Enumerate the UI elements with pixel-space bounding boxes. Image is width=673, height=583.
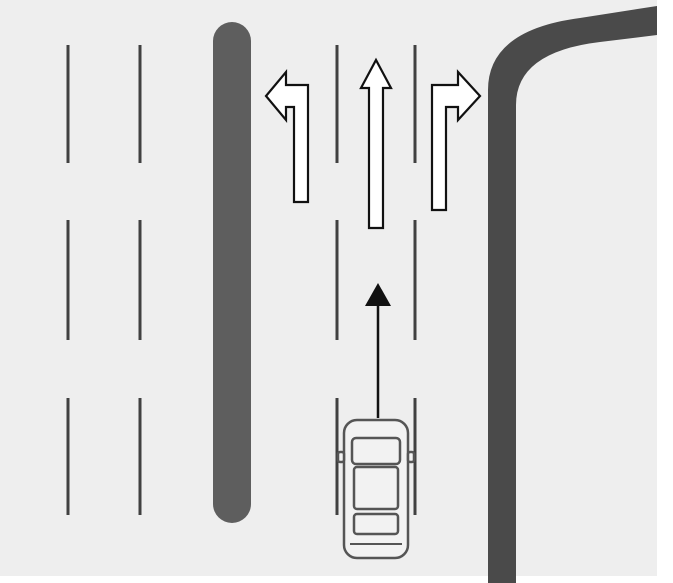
car-rear-window xyxy=(354,514,398,534)
car-roof xyxy=(354,467,398,509)
road-surface xyxy=(0,0,657,576)
frame-right xyxy=(657,0,673,583)
car-top-view-icon xyxy=(338,420,414,558)
car-mirror-right xyxy=(408,452,414,462)
median-divider xyxy=(213,22,251,523)
frame-bottom xyxy=(0,576,673,583)
car-windshield xyxy=(352,438,400,464)
car-mirror-left xyxy=(338,452,344,462)
